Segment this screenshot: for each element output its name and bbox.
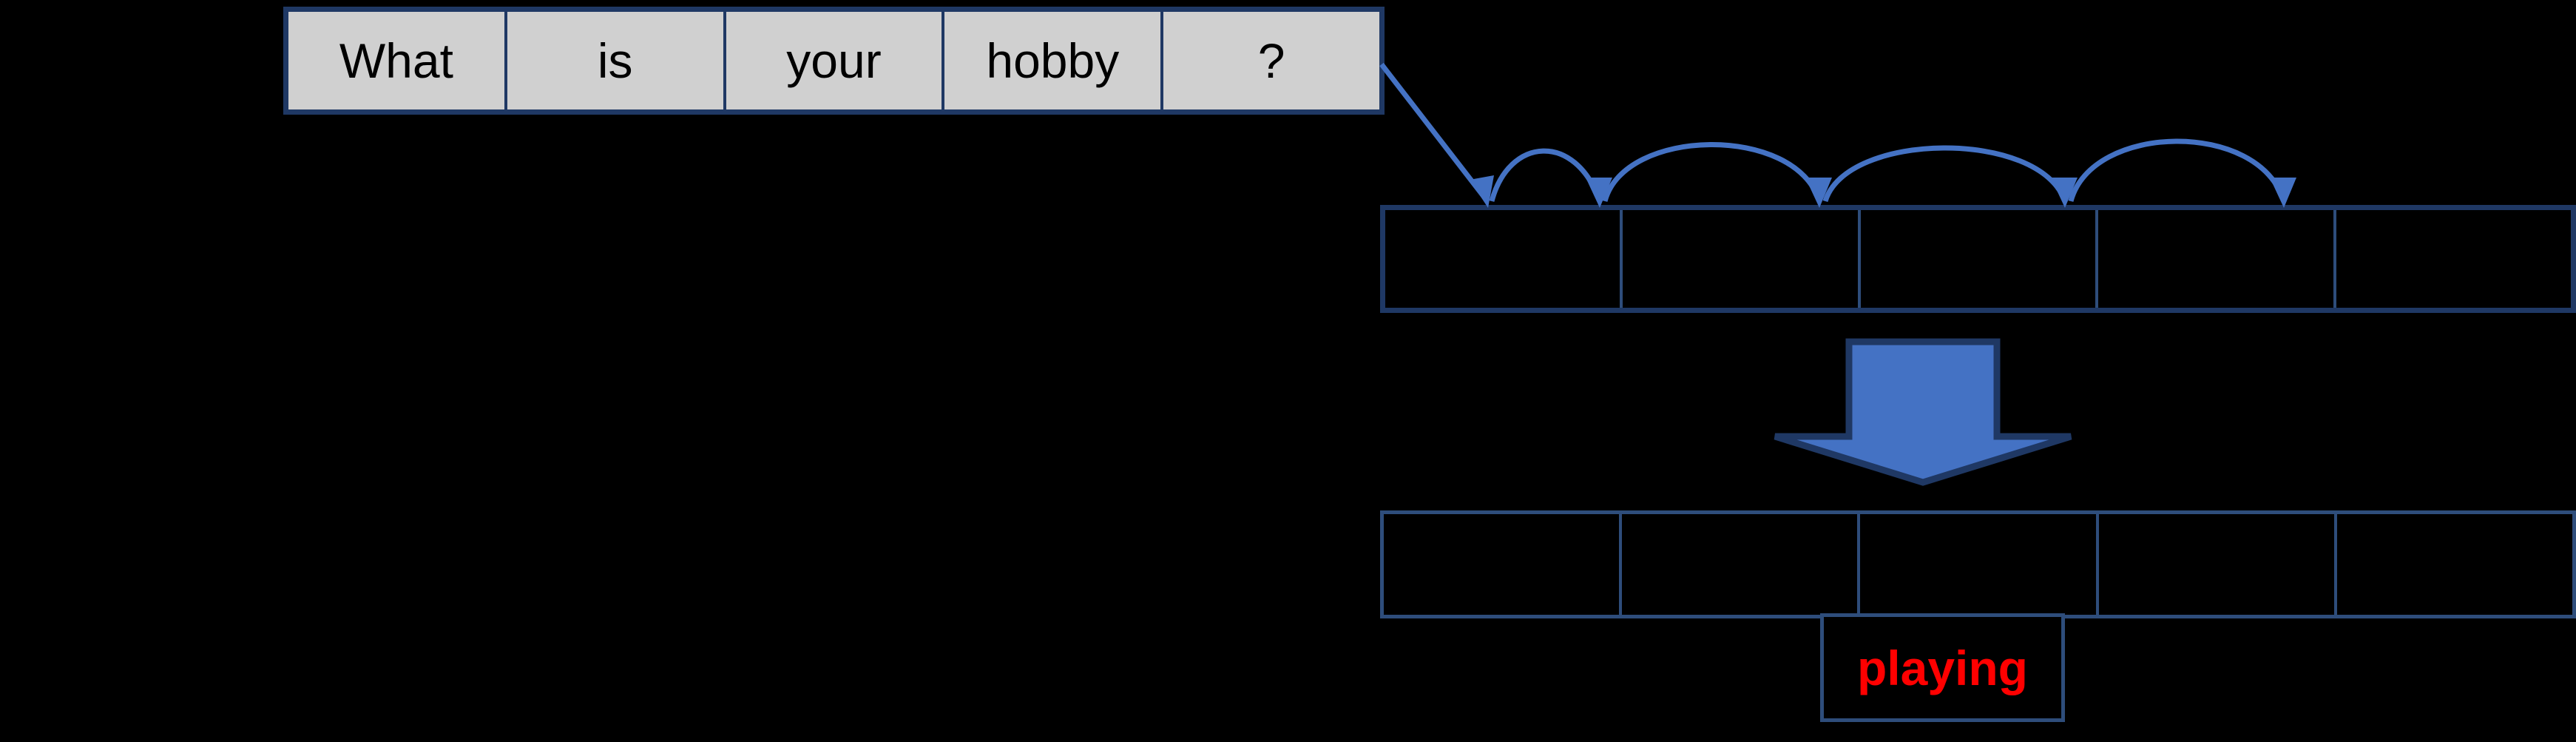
source-token-cell[interactable]: ? [1163, 12, 1379, 109]
source-token-cell[interactable]: hobby [944, 12, 1164, 109]
encoder-state-cell[interactable] [2098, 210, 2336, 308]
source-token-cell[interactable]: your [726, 12, 945, 109]
encoder-state-table [1380, 205, 2576, 313]
hop-arrow-3 [1822, 145, 2078, 208]
decoder-output-cell[interactable] [2336, 514, 2573, 615]
hop-arrow-2 [1602, 142, 1832, 208]
source-sentence-table: What is your hobby ? [283, 7, 1385, 115]
down-block-arrow [1774, 338, 2072, 486]
encoder-state-cell[interactable] [1385, 210, 1623, 308]
feed-arrow [1379, 62, 1494, 208]
decoder-output-cell[interactable] [2098, 514, 2337, 615]
decoder-output-cell[interactable] [1860, 514, 2099, 615]
decoder-output-cell[interactable] [1622, 514, 1861, 615]
decoder-output-cell[interactable] [1384, 514, 1623, 615]
predicted-token-label: playing [1856, 640, 2029, 695]
predicted-token-box[interactable]: playing [1820, 613, 2065, 722]
source-token-cell[interactable]: What [288, 12, 507, 109]
hop-arrow-1 [1489, 148, 1612, 208]
source-token-cell[interactable]: is [507, 12, 726, 109]
hop-arrow-4 [2068, 138, 2296, 208]
encoder-state-cell[interactable] [1623, 210, 1861, 308]
encoder-state-cell[interactable] [2336, 210, 2572, 308]
encoder-state-cell[interactable] [1860, 210, 2099, 308]
decoder-output-table [1380, 510, 2576, 618]
